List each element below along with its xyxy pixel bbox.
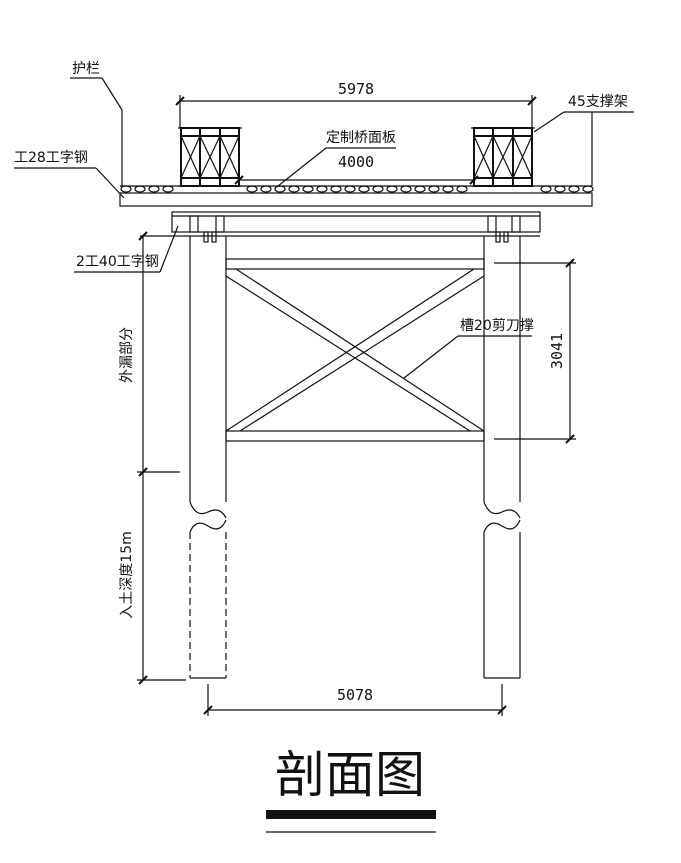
deck-bolt [120, 185, 132, 193]
deck-bolt [246, 185, 258, 193]
label-i40: 2工40工字钢 [76, 254, 159, 270]
leader-bracing: 槽20剪刀撑 [403, 318, 534, 379]
dim-pile-spacing-text: 5078 [337, 686, 373, 704]
label-deck-panel: 定制桥面板 [326, 130, 396, 146]
deck-bolt [358, 185, 370, 193]
dim-pile-spacing: 5078 [203, 684, 507, 716]
leader-support-frame: 45支撑架 [533, 94, 634, 186]
dim-left-vertical: 外漏部分 入土深度15m [119, 231, 186, 685]
deck-bolt [344, 185, 356, 193]
label-exposed: 外漏部分 [119, 327, 135, 383]
deck-bolt [568, 185, 580, 193]
deck-bolt [442, 185, 454, 193]
label-support-frame: 45支撑架 [568, 94, 628, 110]
deck-bolt [400, 185, 412, 193]
deck-bolt [302, 185, 314, 193]
leader-railing: 护栏 [70, 61, 123, 186]
deck-bolt [330, 185, 342, 193]
deck-bolt [274, 185, 286, 193]
dim-bracing-height: 3041 [494, 258, 576, 444]
deck-bolt [372, 185, 384, 193]
deck-bolt [134, 185, 146, 193]
deck-slab [119, 192, 593, 207]
deck-bolt [428, 185, 440, 193]
label-bracing: 槽20剪刀撑 [460, 318, 534, 334]
label-railing: 护栏 [72, 61, 100, 77]
pile-left [189, 236, 227, 679]
deck-bolts [120, 185, 594, 193]
deck-bolt [162, 185, 174, 193]
leader-i28: 工28工字钢 [14, 150, 125, 199]
support-frame-left [178, 127, 242, 187]
pile-right [483, 236, 521, 679]
deck-bolt [386, 185, 398, 193]
leader-deck-panel: 定制桥面板 [277, 130, 396, 187]
deck-bolt [260, 185, 272, 193]
deck-bolt [414, 185, 426, 193]
deck-bolt [148, 185, 160, 193]
scissor-bracing [225, 258, 485, 442]
dim-top-width-text: 5978 [338, 80, 374, 98]
deck-bolt [582, 185, 594, 193]
support-frame-right [471, 127, 535, 187]
dim-deck-width: 4000 [234, 153, 479, 185]
label-embed-depth: 入土深度15m [119, 531, 135, 618]
label-i28: 工28工字钢 [14, 150, 88, 166]
deck-bolt [540, 185, 552, 193]
deck-bolt [554, 185, 566, 193]
deck-bolt [316, 185, 328, 193]
deck-bolt [456, 185, 468, 193]
dim-bracing-height-text: 3041 [548, 333, 566, 369]
dim-top-width: 5978 [175, 80, 537, 128]
title-underline-thick [266, 810, 436, 819]
leader-i40: 2工40工字钢 [74, 225, 179, 273]
dim-deck-width-text: 4000 [338, 153, 374, 171]
cap-beam [171, 211, 541, 233]
drawing-title: 剖面图 [275, 746, 425, 804]
deck-bolt [288, 185, 300, 193]
